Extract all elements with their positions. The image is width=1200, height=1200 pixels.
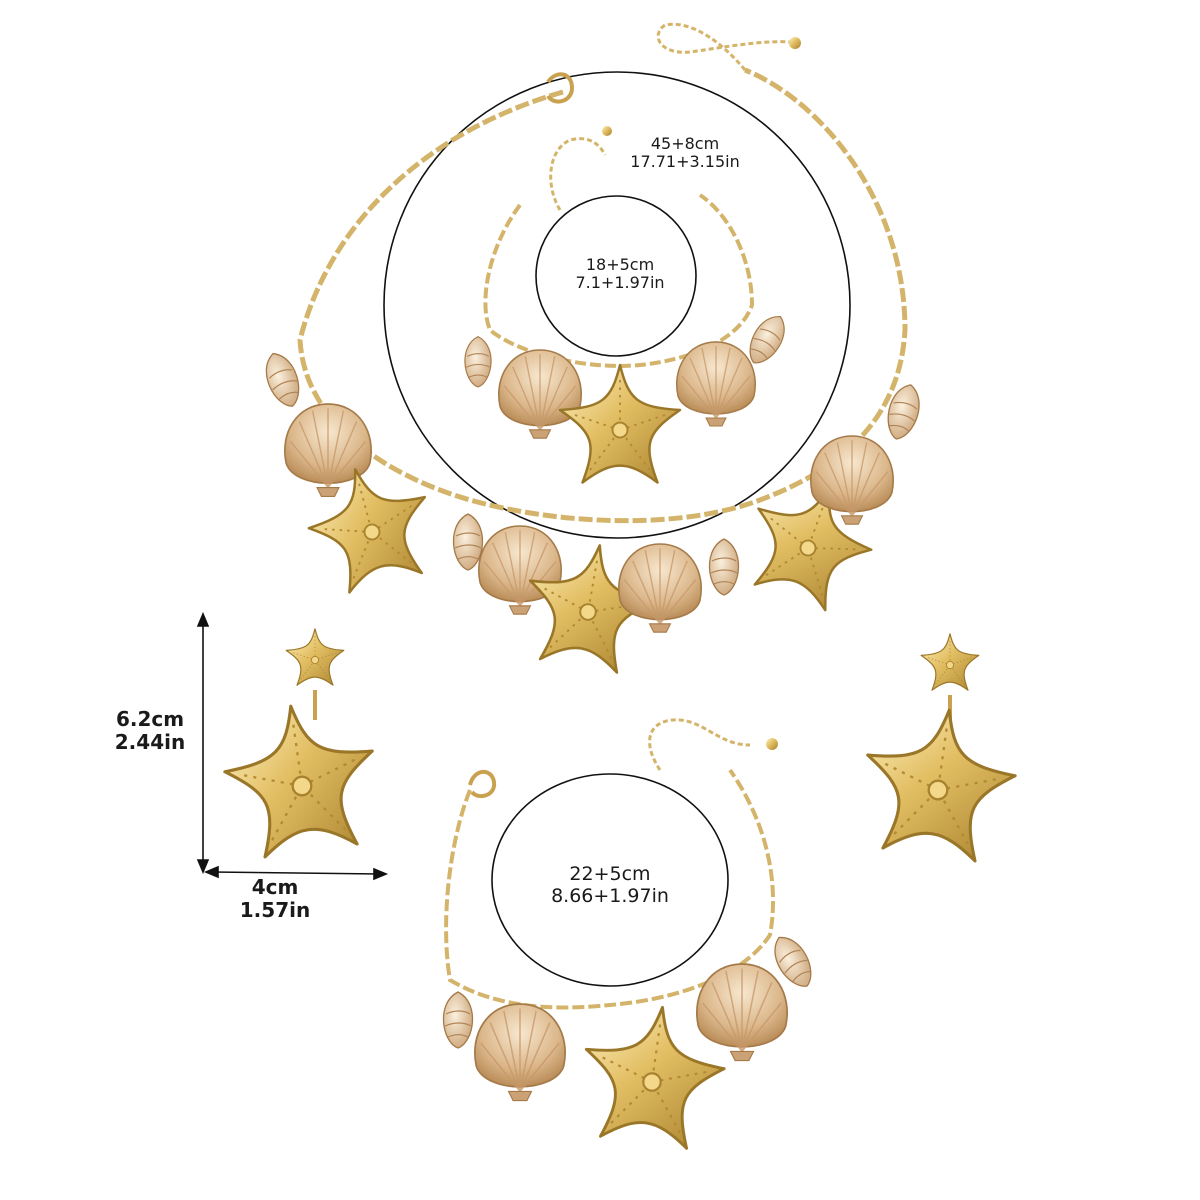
anklet-size-cm: 22+5cm — [569, 863, 651, 885]
earring-height-cm: 6.2cm — [115, 707, 185, 731]
necklace-end-bead — [789, 37, 801, 49]
bracelet-extender — [549, 137, 607, 211]
earring-width-cm: 4cm — [251, 875, 299, 899]
conch-shell-icon — [452, 513, 484, 571]
anklet-end-bead — [766, 738, 778, 750]
starfish-icon — [920, 633, 980, 691]
anklet-chain — [444, 768, 776, 1010]
scallop-shell-icon — [695, 963, 789, 1062]
lobster-clasp-icon — [468, 769, 497, 799]
width-dimension-arrow — [203, 865, 389, 881]
conch-shell-icon — [708, 538, 740, 596]
bracelet-size-circle — [535, 195, 697, 357]
conch-shell-icon — [258, 347, 307, 412]
bracelet-size-cm: 18+5cm — [585, 255, 655, 274]
starfish-icon — [285, 628, 345, 686]
earring-width-label: 4cm 1.57in — [225, 876, 325, 922]
bracelet-size-label: 18+5cm 7.1+1.97in — [540, 255, 700, 293]
bracelet-size-in: 7.1+1.97in — [575, 273, 665, 293]
earring-left — [215, 628, 387, 863]
scallop-shell-icon — [675, 341, 757, 427]
necklace-size-circle — [383, 71, 851, 539]
necklace-chain — [297, 67, 908, 524]
anklet-size-in: 8.66+1.97in — [551, 884, 669, 907]
scallop-shell-icon — [497, 349, 583, 439]
anklet-extender — [648, 718, 751, 771]
height-dimension-arrow — [196, 611, 210, 875]
earring-height-label: 6.2cm 2.44in — [100, 708, 200, 754]
necklace-size-in: 17.71+3.15in — [630, 152, 740, 172]
necklace-size-cm: 45+8cm — [650, 134, 720, 153]
starfish-icon — [215, 694, 387, 863]
conch-shell-icon — [464, 336, 492, 388]
anklet-size-label: 22+5cm 8.66+1.97in — [510, 863, 710, 908]
anklet-size-circle — [491, 773, 729, 987]
conch-shell-icon — [442, 991, 474, 1049]
scallop-shell-icon — [617, 543, 703, 633]
conch-shell-icon — [881, 380, 926, 444]
necklace-size-label: 45+8cm 17.71+3.15in — [610, 134, 760, 172]
earring-height-in: 2.44in — [114, 730, 186, 754]
earring-right — [853, 633, 1025, 867]
earring-width-in: 1.57in — [239, 898, 311, 922]
necklace-extender — [656, 22, 791, 71]
starfish-icon — [853, 698, 1025, 867]
scallop-shell-icon — [473, 1003, 567, 1102]
bracelet-chain — [483, 193, 755, 368]
bracelet-end-bead — [602, 126, 612, 136]
lobster-clasp-icon — [546, 72, 575, 104]
